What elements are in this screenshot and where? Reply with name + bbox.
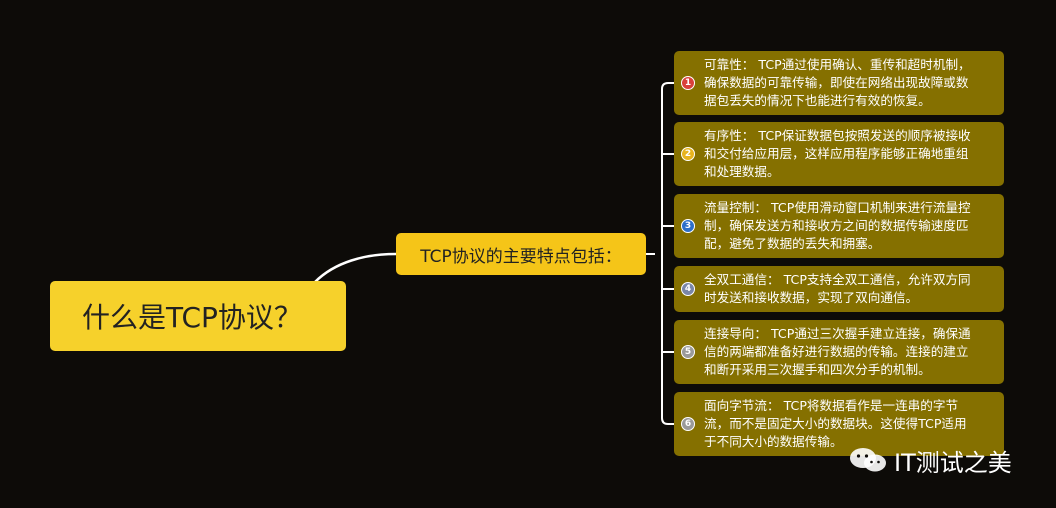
leaf-topic-text: 全双工通信： TCP支持全双工通信，允许双方同 时发送和接收数据，实现了双向通信… xyxy=(704,272,971,305)
number-marker-icon: 1 xyxy=(681,76,695,90)
root-topic[interactable]: 什么是TCP协议？ xyxy=(50,281,346,351)
leaf-topic-6[interactable]: 6 面向字节流： TCP将数据看作是一连串的字节 流，而不是固定大小的数据块。这… xyxy=(674,392,1004,456)
leaf-connector-6 xyxy=(661,417,674,425)
branch-topic-label: TCP协议的主要特点包括： xyxy=(420,246,622,267)
leaf-topic-text: 连接导向： TCP通过三次握手建立连接，确保通 信的两端都准备好进行数据的传输。… xyxy=(704,326,971,377)
leaf-topic-text: 可靠性： TCP通过使用确认、重传和超时机制， 确保数据的可靠传输，即使在网络出… xyxy=(704,57,971,108)
leaf-topic-5[interactable]: 5 连接导向： TCP通过三次握手建立连接，确保通 信的两端都准备好进行数据的传… xyxy=(674,320,1004,384)
leaf-topic-2[interactable]: 2 有序性： TCP保证数据包按照发送的顺序被接收 和交付给应用层，这样应用程序… xyxy=(674,122,1004,186)
leaf-topic-text: 有序性： TCP保证数据包按照发送的顺序被接收 和交付给应用层，这样应用程序能够… xyxy=(704,128,971,179)
watermark: IT测试之美 xyxy=(848,445,1012,477)
leaf-topic-3[interactable]: 3 流量控制： TCP使用滑动窗口机制来进行流量控 制，确保发送方和接收方之间的… xyxy=(674,194,1004,258)
number-marker-icon: 6 xyxy=(681,417,695,431)
leaf-topic-1[interactable]: 1 可靠性： TCP通过使用确认、重传和超时机制， 确保数据的可靠传输，即使在网… xyxy=(674,51,1004,115)
number-marker-icon: 2 xyxy=(681,147,695,161)
number-marker-icon: 4 xyxy=(681,282,695,296)
number-marker-icon: 3 xyxy=(681,219,695,233)
number-marker-icon: 5 xyxy=(681,345,695,359)
wechat-icon xyxy=(850,448,886,472)
leaf-connector-1 xyxy=(661,82,674,90)
root-to-branch-line xyxy=(314,252,397,283)
leaf-topic-text: 流量控制： TCP使用滑动窗口机制来进行流量控 制，确保发送方和接收方之间的数据… xyxy=(704,200,971,251)
branch-topic[interactable]: TCP协议的主要特点包括： xyxy=(396,233,646,275)
root-topic-label: 什么是TCP协议？ xyxy=(82,301,302,334)
leaf-topic-4[interactable]: 4 全双工通信： TCP支持全双工通信，允许双方同 时发送和接收数据，实现了双向… xyxy=(674,266,1004,312)
leaf-topic-text: 面向字节流： TCP将数据看作是一连串的字节 流，而不是固定大小的数据块。这使得… xyxy=(704,398,967,449)
watermark-text: IT测试之美 xyxy=(894,448,1012,477)
